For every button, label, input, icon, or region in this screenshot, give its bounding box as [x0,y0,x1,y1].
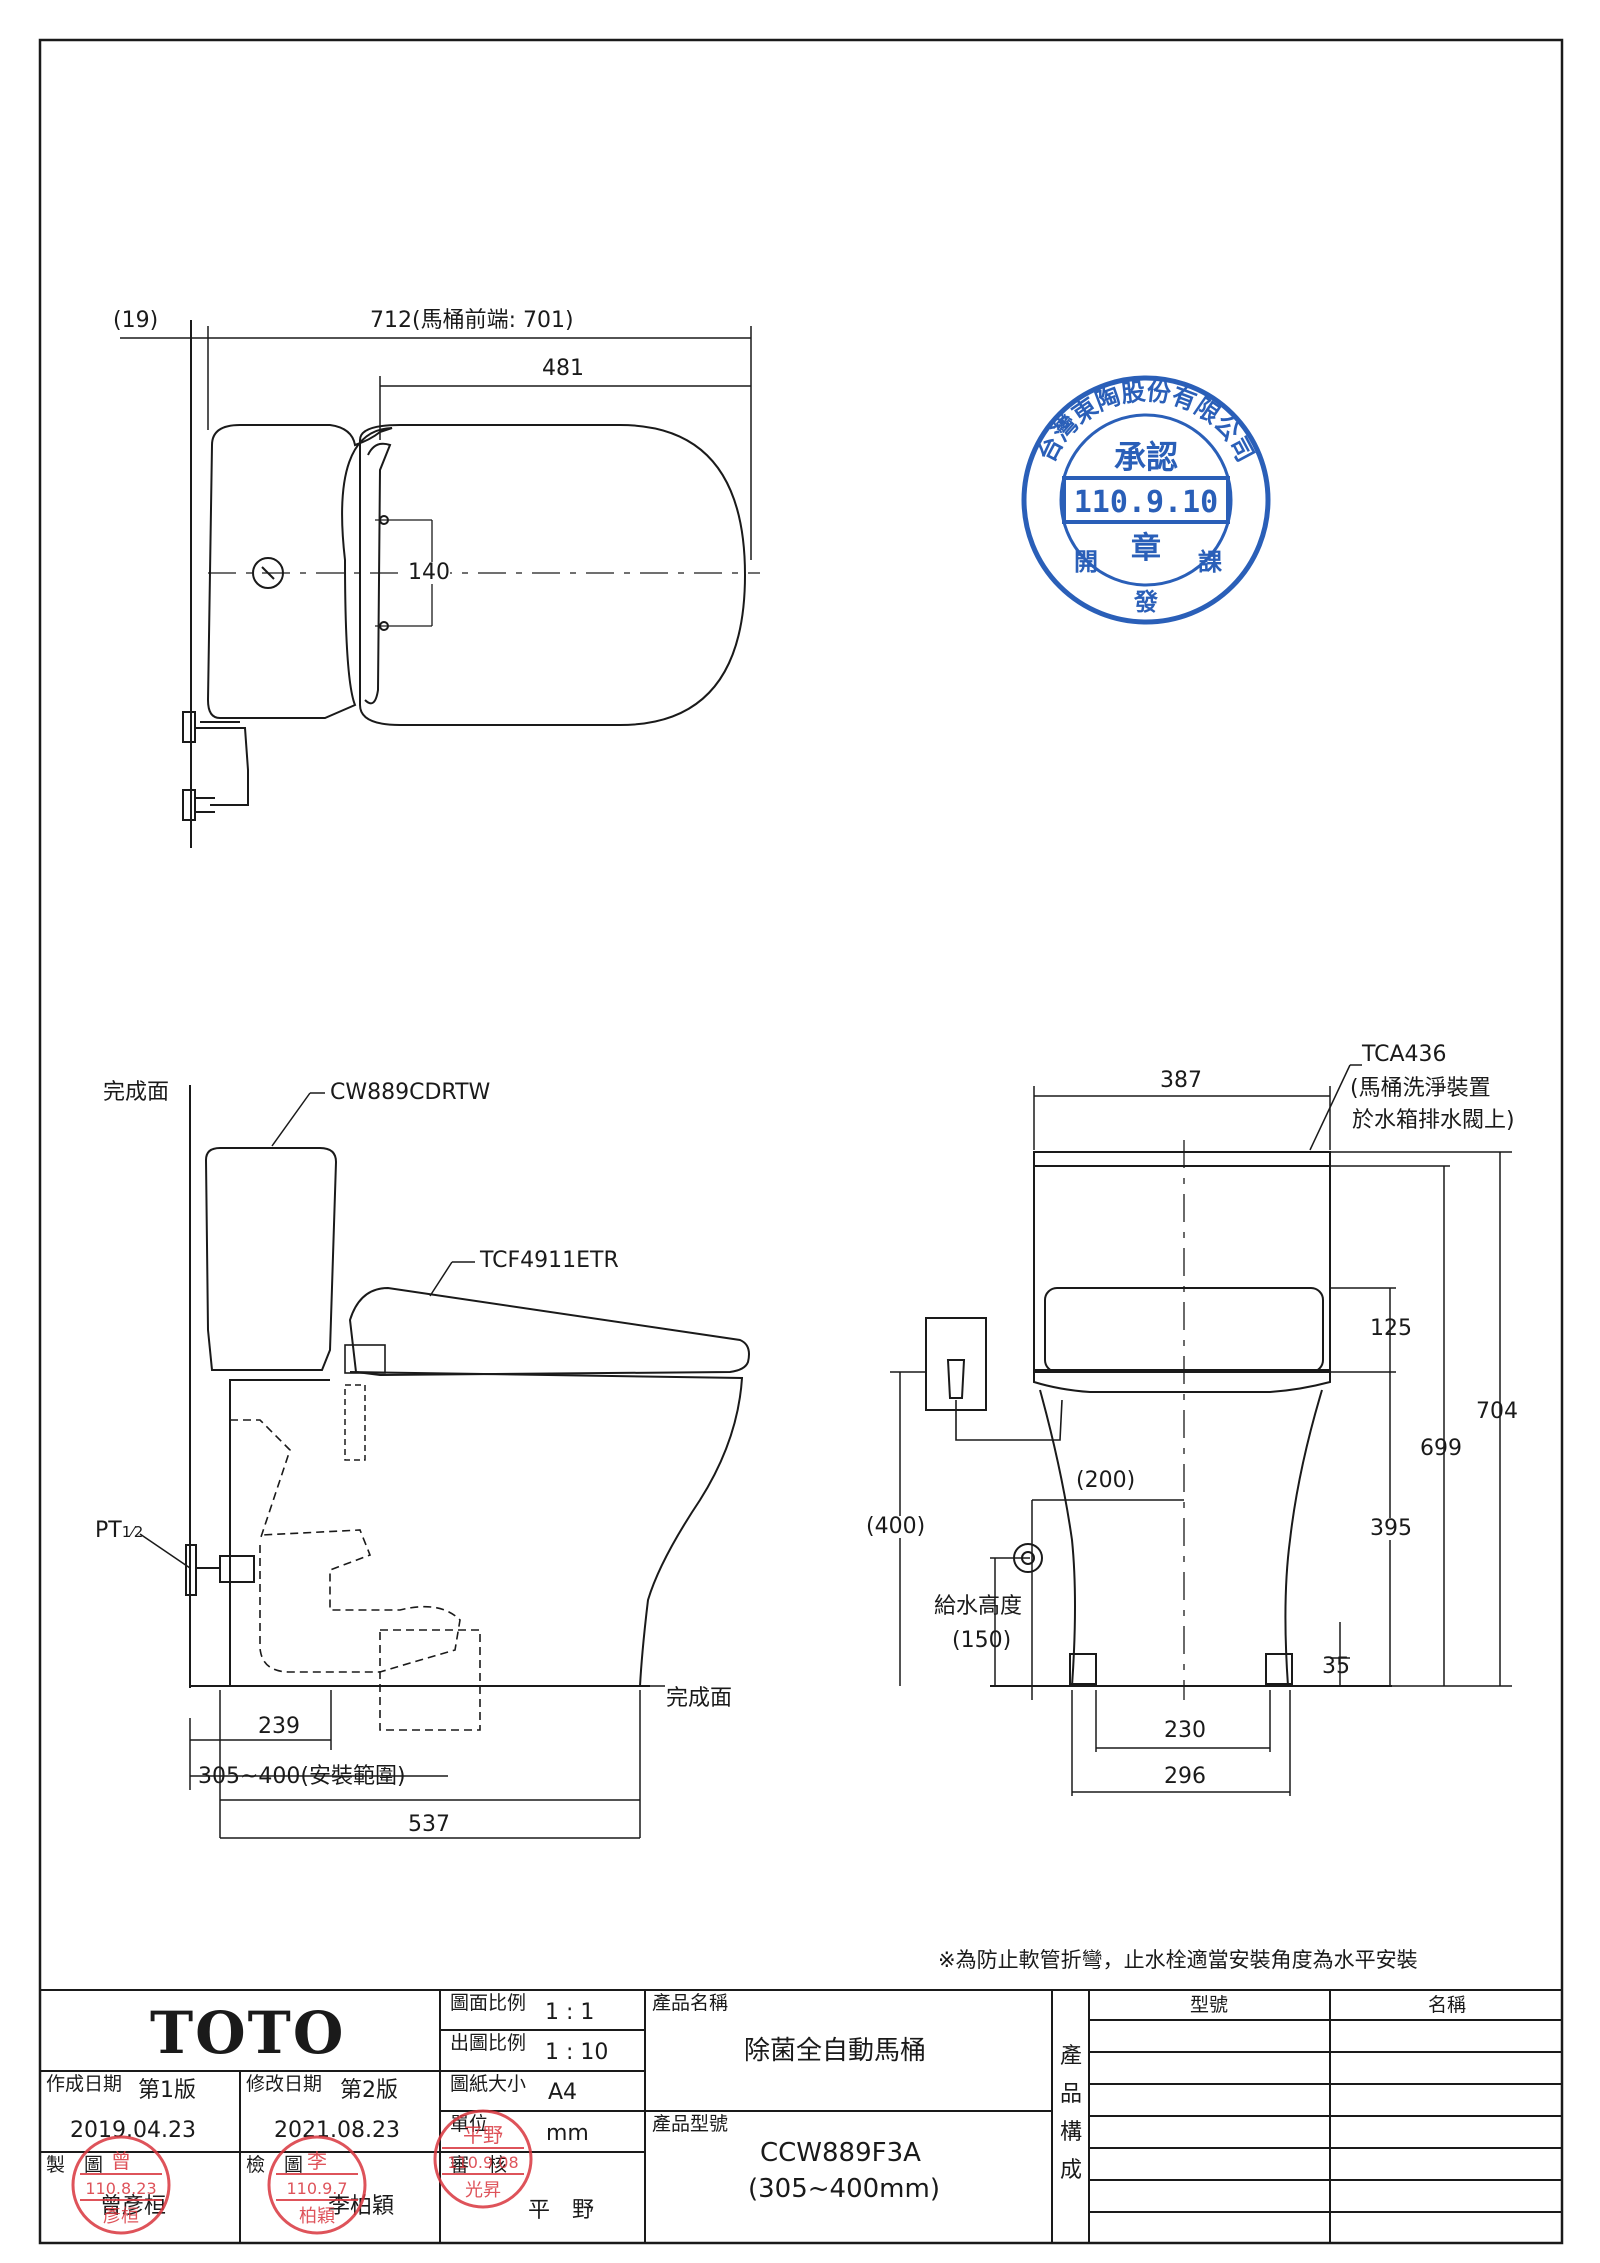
review-stamp: 平野 110.9.08 光昇 [433,2109,533,2209]
checked-stamp: 李 110.9.7 柏穎 [267,2135,367,2235]
col-model-header: 型號 [1190,1994,1229,2016]
stamp-dept-right: 課 [1198,547,1223,576]
front-view [890,1064,1512,1796]
drawn-label: 製 圖 [46,2154,104,2176]
label-valve-note-1: (馬桶洗淨裝置 [1350,1076,1491,1101]
dim-offset-19: (19) [113,308,159,333]
review-label: 審 核 [450,2154,508,2176]
dim-bolts-140: 140 [408,560,450,585]
composition-label-2: 品 [1060,2082,1083,2107]
label-tank-model: CW889CDRTW [330,1080,491,1105]
stamp-approved: 承認 [1114,438,1178,476]
dim-400: (400) [866,1514,926,1539]
composition-label-4: 成 [1060,2158,1083,2183]
created-label: 作成日期 [46,2073,123,2095]
label-seat-model: TCF4911ETR [480,1248,619,1273]
label-valve-note-2: 於水箱排水閥上) [1352,1108,1515,1133]
col-name-header: 名稱 [1428,1994,1467,2016]
review-stamp-top: 平野 [463,2123,503,2147]
dim-387: 387 [1160,1068,1202,1093]
paper-label: 圖紙大小 [450,2073,527,2095]
product-name-label: 產品名稱 [652,1992,729,2014]
revised-label: 修改日期 [246,2073,323,2095]
revised-date: 2021.08.23 [274,2118,400,2143]
title-block-grid [40,1989,1562,2243]
dim-395: 395 [1370,1516,1412,1541]
product-range: (305~400mm) [748,2174,940,2204]
composition-label-3: 構 [1060,2120,1083,2145]
dim-150: (150) [952,1628,1012,1653]
dim-699: 699 [1420,1436,1462,1461]
created-date: 2019.04.23 [70,2118,196,2143]
stamp-dept-mid: 發 [1133,587,1158,616]
print-scale-label: 出圖比例 [450,2032,527,2054]
stamp-dept-left: 開 [1074,547,1098,576]
revised-version: 第2版 [340,2078,398,2103]
review-stamp-name: 光昇 [465,2180,501,2201]
dim-704: 704 [1476,1399,1518,1424]
label-finished-floor: 完成面 [666,1686,733,1711]
dim-install-range: 305~400(安裝範圍) [198,1764,406,1789]
side-view [139,1085,750,1839]
brand-logo: TOTO [150,1999,346,2067]
scale-label: 圖面比例 [450,1992,527,2014]
sheet-frame [38,38,1564,2245]
checked-stamp-name: 柏穎 [299,2206,335,2227]
dim-200: (200) [1076,1468,1136,1493]
scale-value: 1 : 1 [545,2000,595,2025]
stamp-seal: 章 [1131,531,1161,566]
stamp-date: 110.9.10 [1074,485,1219,520]
label-supply-height: 給水高度 [934,1594,1023,1619]
label-valve-model: TCA436 [1362,1042,1447,1067]
print-scale-value: 1 : 10 [545,2040,609,2065]
pipe-thread-fraction: 1⁄2 [121,1523,144,1541]
installation-note: ※為防止軟管折彎，止水栓適當安裝角度為水平安裝 [938,1948,1418,1972]
product-model: CCW889F3A [760,2138,921,2168]
drawn-stamp: 曾 110.8.23 彥桓 [71,2135,171,2235]
label-pipe-thread: PT1⁄2 [95,1520,143,1542]
review-stamp-date: 110.9.08 [447,2153,518,2172]
drawn-stamp-name: 彥桓 [103,2206,139,2227]
approval-stamp: 台灣東陶股份有限公司 承認 110.9.10 章 開 發 課 [1021,375,1271,625]
unit-label: 單位 [450,2113,489,2135]
dim-296: 296 [1164,1764,1206,1789]
created-version: 第1版 [138,2078,196,2103]
product-model-label: 產品型號 [652,2113,729,2135]
dim-125: 125 [1370,1316,1412,1341]
checked-stamp-top: 李 [307,2149,327,2173]
reviewer-name: 平 野 [528,2198,595,2223]
dim-537: 537 [408,1812,450,1837]
checked-stamp-date: 110.9.7 [286,2179,347,2198]
drawn-stamp-top: 曾 [111,2149,131,2173]
dim-239: 239 [258,1714,300,1739]
pipe-thread-prefix: PT [95,1518,122,1543]
dim-total-712: 712(馬桶前端: 701) [370,308,574,333]
dim-230: 230 [1164,1718,1206,1743]
product-name: 除菌全自動馬桶 [744,2036,927,2066]
dim-seat-481: 481 [542,356,584,381]
unit-value: mm [546,2121,589,2146]
composition-label-1: 產 [1060,2044,1083,2069]
top-view [120,320,760,848]
label-finished-wall: 完成面 [103,1080,170,1105]
drawn-stamp-date: 110.8.23 [85,2179,156,2198]
dim-35: 35 [1322,1654,1350,1679]
paper-value: A4 [548,2080,578,2105]
